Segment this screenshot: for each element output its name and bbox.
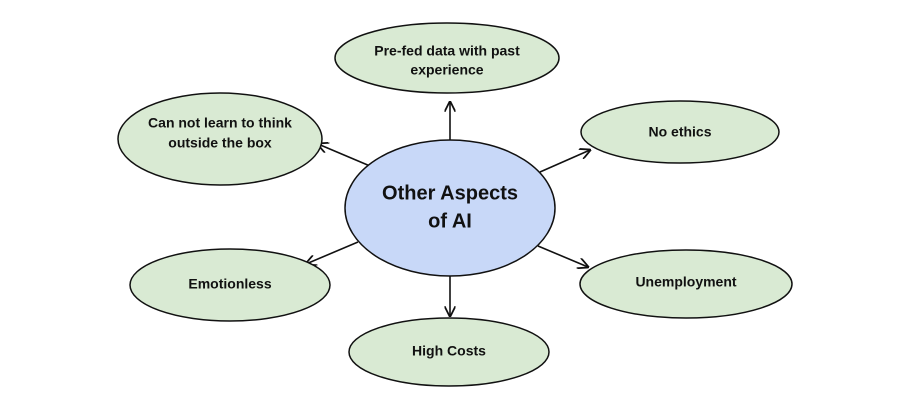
node-unemployment-label: Unemployment [635, 274, 736, 290]
node-pre-fed-data-label-line-1: Pre-fed data with past [374, 43, 520, 59]
node-unemployment-shape [579, 249, 793, 319]
arrow-to-unemployment [537, 245, 588, 267]
node-outside-box-shape [117, 92, 323, 186]
arrow-to-emotionless [306, 241, 359, 264]
center-node-label-line-2: of AI [428, 210, 472, 232]
node-no-ethics-shape [580, 100, 780, 164]
node-emotionless-label: Emotionless [188, 276, 271, 292]
node-outside-box-label-line-1: Can not learn to think [148, 115, 292, 131]
arrow-to-no-ethics [539, 150, 590, 173]
node-high-costs: High Costs [348, 317, 550, 387]
center-node-shape [344, 139, 556, 277]
node-pre-fed-data: Pre-fed data with past experience [334, 22, 560, 94]
center-node-label-line-1: Other Aspects [382, 182, 518, 204]
node-unemployment: Unemployment [579, 249, 793, 319]
node-high-costs-shape [348, 317, 550, 387]
node-emotionless-shape [129, 248, 331, 322]
arrow-to-outside-box [318, 144, 371, 167]
node-outside-box: Can not learn to think outside the box [117, 92, 323, 186]
center-node: Other Aspects of AI [344, 139, 556, 277]
node-outside-box-label-line-2: outside the box [168, 135, 272, 151]
node-high-costs-label: High Costs [412, 343, 486, 359]
node-no-ethics-label: No ethics [648, 124, 711, 140]
node-no-ethics: No ethics [580, 100, 780, 164]
node-emotionless: Emotionless [129, 248, 331, 322]
node-pre-fed-data-shape [334, 22, 560, 94]
node-pre-fed-data-label-line-2: experience [410, 62, 483, 78]
